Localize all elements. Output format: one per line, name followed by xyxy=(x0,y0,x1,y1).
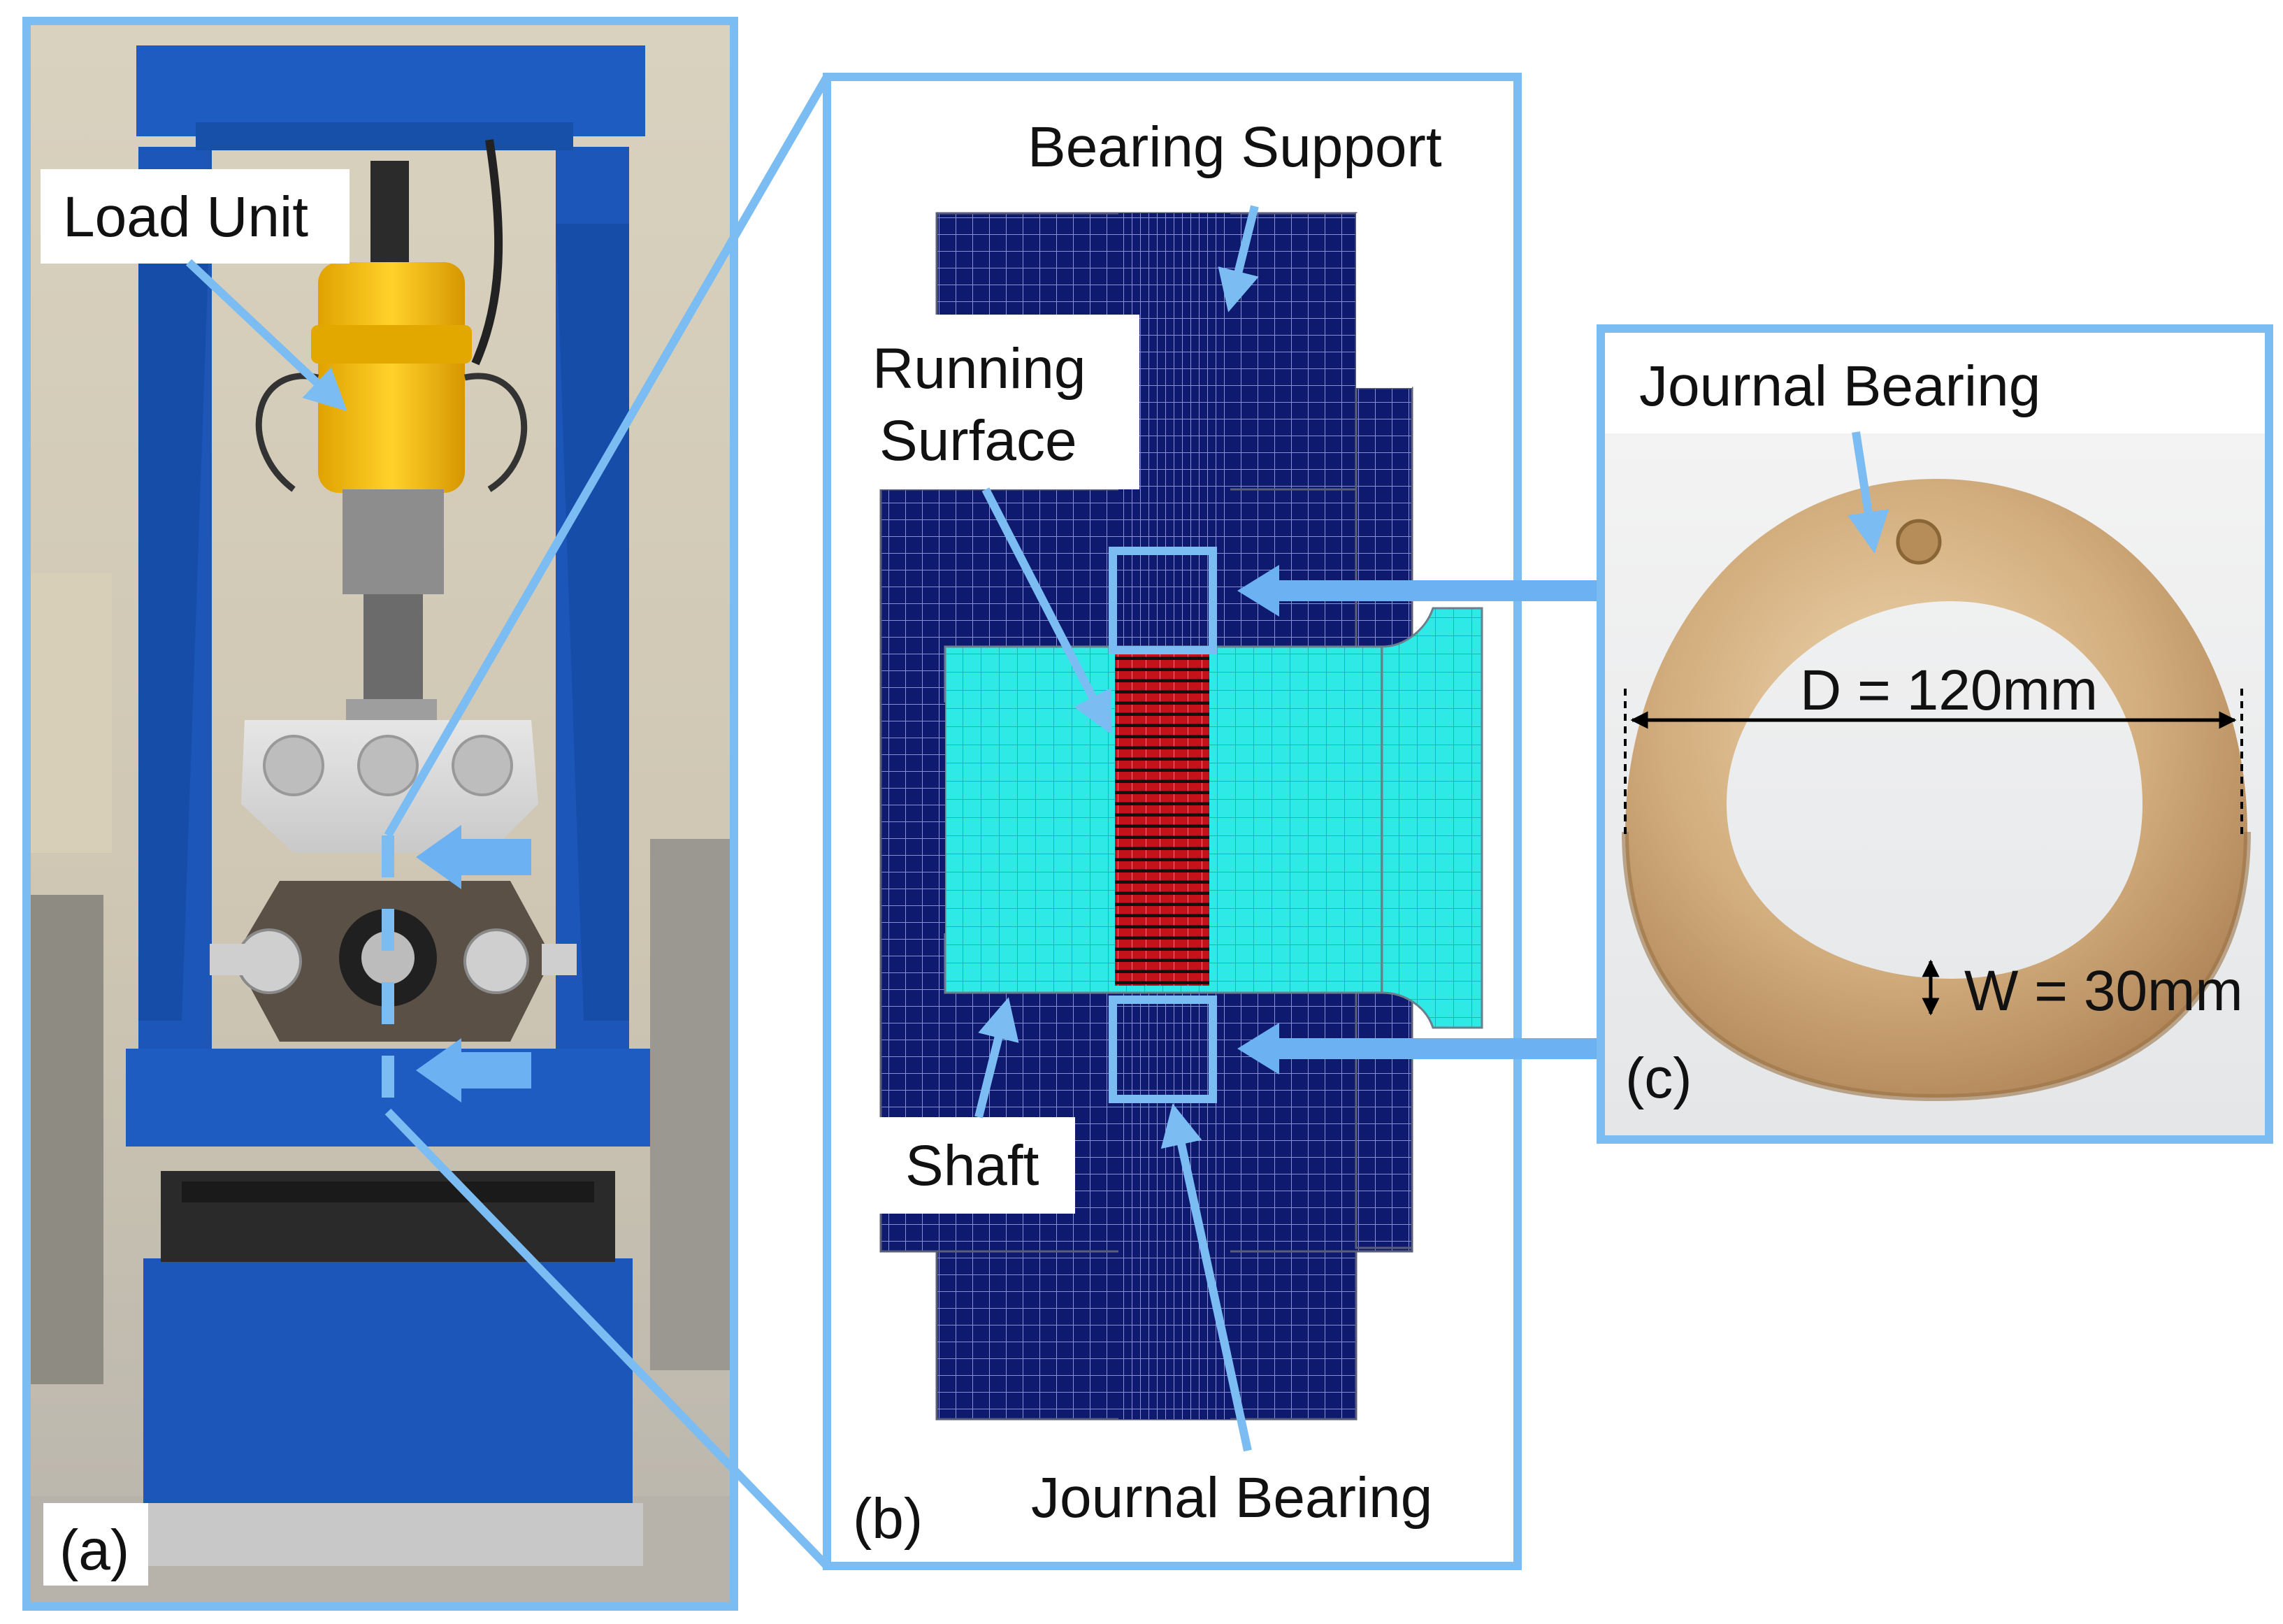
load-arrow-upper xyxy=(416,825,531,889)
panel-b: Bearing Support Running Surface Shaft Jo… xyxy=(823,73,1522,1570)
panel-c-label: (c) xyxy=(1625,1047,1692,1110)
running-surface-callout-box xyxy=(842,315,1139,489)
panel-a-frame xyxy=(22,17,738,1611)
journal-bearing-label-b: Journal Bearing xyxy=(1031,1466,1432,1530)
running-surface-label-line2: Surface xyxy=(879,409,1077,473)
bearing-ring-edge-shade xyxy=(1622,831,2251,1102)
connector-arrow-top xyxy=(1237,565,1604,617)
panel-b-frame xyxy=(823,73,1522,1570)
hydraulic-hose-right xyxy=(464,373,528,492)
connector-arrow-bottom xyxy=(1237,1023,1604,1075)
panel-a-label-box xyxy=(43,1503,148,1586)
diameter-label: D = 120mm xyxy=(1800,659,2098,722)
panel-a-label: (a) xyxy=(59,1518,129,1582)
width-label: W = 30mm xyxy=(1964,959,2243,1023)
running-surface-pointer xyxy=(981,487,1112,735)
load-unit-callout-box xyxy=(41,169,350,264)
side-equipment-left xyxy=(27,895,103,1384)
journal-bearing-label-c: Journal Bearing xyxy=(1639,354,2040,418)
journal-bearing-pointer-b xyxy=(1160,1103,1252,1452)
running-surface-mesh xyxy=(1115,654,1209,986)
load-unit-cylinder xyxy=(318,262,465,493)
panel-a: Load Unit (a) xyxy=(22,17,738,1611)
side-equipment-right xyxy=(650,839,734,1370)
load-piston-rod xyxy=(370,161,409,266)
load-unit-collar xyxy=(311,325,472,364)
panel-c: Journal Bearing D = 120mm W = 30mm (c) xyxy=(1597,324,2273,1144)
load-block-bolt-3 xyxy=(452,735,513,796)
wall-panel-left xyxy=(28,573,112,853)
lubrication-hole xyxy=(1896,519,1942,565)
load-cell xyxy=(343,489,444,594)
load-cell-lower xyxy=(363,594,423,699)
bearing-highlight-top xyxy=(1109,547,1217,654)
bearing-support-label: Bearing Support xyxy=(1028,115,1442,179)
shaft-stub-left xyxy=(210,944,245,975)
shaft-label: Shaft xyxy=(905,1134,1039,1198)
bearing-ring xyxy=(1625,479,2247,1098)
load-unit-label: Load Unit xyxy=(63,185,308,249)
bearing-support-pointer xyxy=(1218,205,1259,312)
panel-b-label: (b) xyxy=(853,1487,923,1551)
zoom-line-bottom xyxy=(384,1108,830,1569)
housing-end-left xyxy=(236,928,302,994)
frame-brace-left xyxy=(138,224,210,1021)
frame-top-beam xyxy=(136,45,645,136)
journal-bearing-pointer-c xyxy=(1848,431,1889,554)
zoom-line-top xyxy=(384,74,831,838)
bearing-highlight-bottom xyxy=(1109,996,1217,1103)
load-block-bolt-2 xyxy=(357,735,419,796)
running-surface-label-line1: Running xyxy=(872,337,1086,401)
load-unit-pointer xyxy=(185,259,347,412)
rig-base xyxy=(143,1258,633,1503)
shaft-stub-right xyxy=(542,944,577,975)
shaft-pointer xyxy=(974,997,1019,1119)
hydraulic-hose-top xyxy=(471,139,503,366)
load-arrow-lower xyxy=(416,1038,531,1102)
housing-shaft xyxy=(361,931,415,984)
hydraulic-hose-left xyxy=(255,373,319,492)
base-slot-1 xyxy=(182,1181,594,1202)
shaft-callout-box xyxy=(879,1117,1075,1214)
housing-end-right xyxy=(463,928,529,994)
base-plate xyxy=(105,1503,643,1566)
frame-top-bracket xyxy=(196,122,573,150)
frame-brace-right xyxy=(556,224,629,1021)
panel-c-frame xyxy=(1597,324,2273,1144)
load-block-bolt-1 xyxy=(263,735,324,796)
